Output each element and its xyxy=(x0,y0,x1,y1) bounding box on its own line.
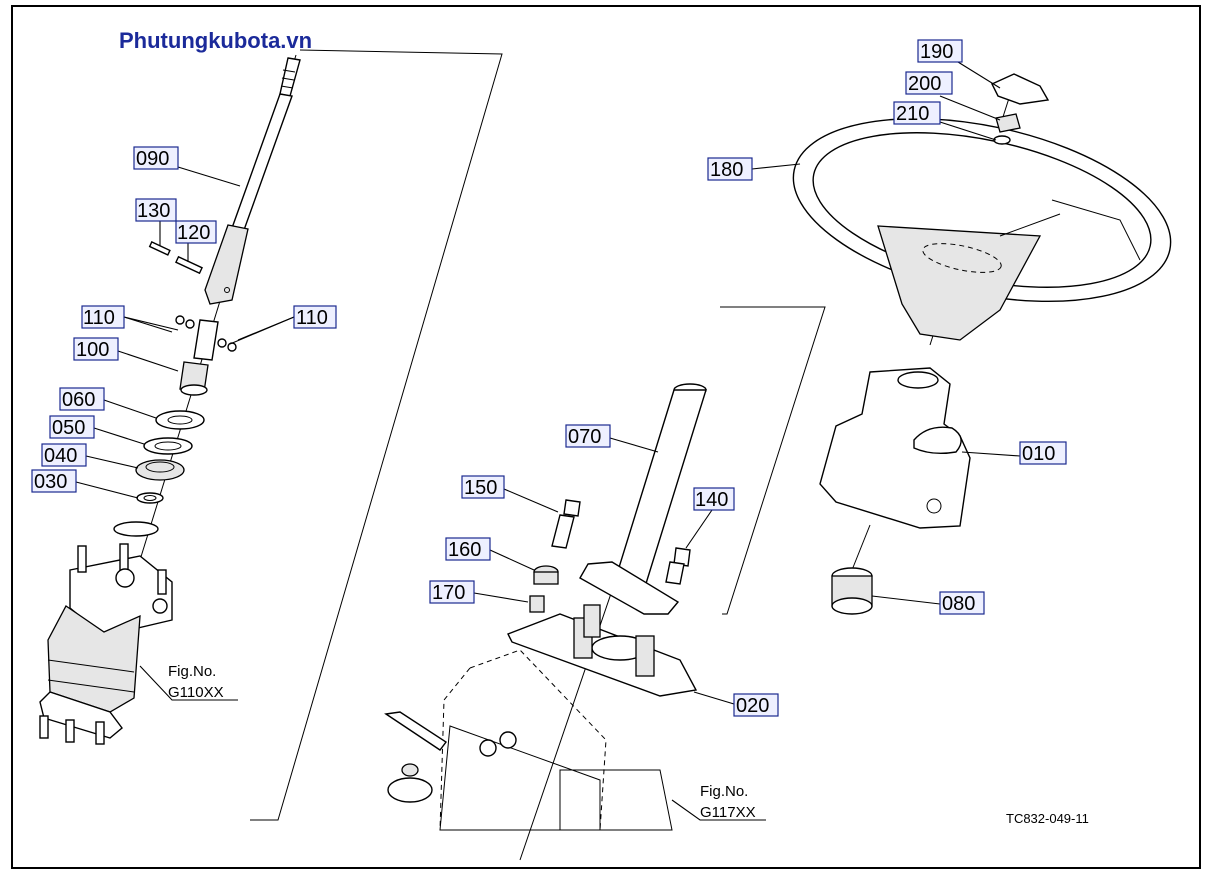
callout-190: 190 xyxy=(917,39,963,63)
bushing xyxy=(831,567,873,615)
support-frame xyxy=(384,649,673,831)
svg-text:120: 120 xyxy=(177,222,210,244)
fig-ref-code-g110: G110XX xyxy=(168,684,224,701)
mounting-plate xyxy=(507,561,698,697)
wheel-cap-nut-washer xyxy=(991,73,1050,145)
svg-text:070: 070 xyxy=(568,426,601,448)
svg-text:140: 140 xyxy=(695,489,728,511)
steering-shaft xyxy=(204,57,301,305)
callout-030: 030 xyxy=(31,469,77,493)
fig-ref-label-g117: Fig.No. xyxy=(700,783,748,800)
svg-text:180: 180 xyxy=(710,159,743,181)
callout-050: 050 xyxy=(49,415,95,439)
svg-text:170: 170 xyxy=(432,582,465,604)
callout-020: 020 xyxy=(733,693,779,717)
roll-pins xyxy=(148,241,203,275)
svg-text:030: 030 xyxy=(34,471,67,493)
svg-text:090: 090 xyxy=(136,148,169,170)
callout-120: 120 xyxy=(175,220,217,244)
svg-text:190: 190 xyxy=(920,41,953,63)
svg-text:010: 010 xyxy=(1022,443,1055,465)
svg-text:050: 050 xyxy=(52,417,85,439)
drawing-frame xyxy=(11,5,1201,869)
svg-text:110: 110 xyxy=(83,307,115,329)
callout-170: 170 xyxy=(429,580,475,604)
watermark-logo: Phutungkubota.vn xyxy=(119,28,313,53)
fig-ref-label-g110: Fig.No. xyxy=(168,663,216,680)
svg-text:020: 020 xyxy=(736,695,769,717)
svg-text:080: 080 xyxy=(942,593,975,615)
bolts-and-spacers xyxy=(529,499,691,613)
callout-090: 090 xyxy=(133,146,179,170)
group-outline-middle xyxy=(720,306,826,615)
steering-wheel xyxy=(792,117,1172,341)
svg-text:130: 130 xyxy=(137,200,170,222)
fig-ref-code-g117: G117XX xyxy=(700,804,756,821)
callout-080: 080 xyxy=(939,591,985,615)
callout-210: 210 xyxy=(893,101,941,125)
group-outline-left xyxy=(250,49,503,821)
callout-130: 130 xyxy=(135,198,177,222)
callout-140: 140 xyxy=(693,487,735,511)
column-cover xyxy=(819,367,971,529)
power-steering-unit xyxy=(39,543,173,745)
column-tube xyxy=(611,383,707,591)
callout-070: 070 xyxy=(565,424,611,448)
bearing-stack xyxy=(113,410,205,537)
callout-060: 060 xyxy=(59,387,105,411)
callout-160: 160 xyxy=(445,537,491,561)
callout-180: 180 xyxy=(707,157,753,181)
svg-text:150: 150 xyxy=(464,477,497,499)
callout-010: 010 xyxy=(1019,441,1067,465)
small-rings xyxy=(175,315,237,352)
callout-200: 200 xyxy=(905,71,953,95)
callout-110-left: 110 xyxy=(81,305,125,329)
callout-150: 150 xyxy=(461,475,505,499)
svg-text:040: 040 xyxy=(44,445,77,467)
svg-text:210: 210 xyxy=(896,103,929,125)
callout-110-right: 110 xyxy=(293,305,337,329)
yoke xyxy=(179,319,219,396)
callout-100: 100 xyxy=(73,337,119,361)
callout-040: 040 xyxy=(41,443,87,467)
svg-text:200: 200 xyxy=(908,73,941,95)
leader-lines xyxy=(75,61,1021,821)
svg-text:160: 160 xyxy=(448,539,481,561)
svg-text:100: 100 xyxy=(76,339,109,361)
axis-line-cover xyxy=(849,524,871,576)
svg-text:060: 060 xyxy=(62,389,95,411)
drawing-code: TC832-049-11 xyxy=(1006,811,1089,826)
svg-text:110: 110 xyxy=(296,307,328,329)
